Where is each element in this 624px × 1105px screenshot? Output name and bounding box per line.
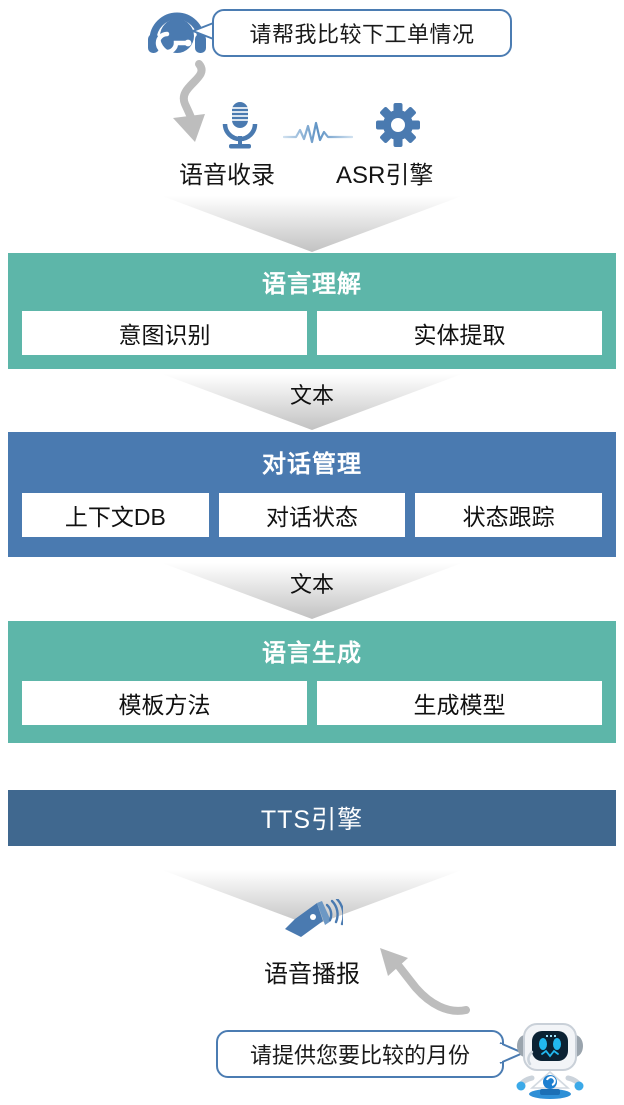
audio-waveform-icon [282, 120, 354, 146]
user-speech-bubble-text: 请帮我比较下工单情况 [249, 22, 475, 47]
stage-title-nlu: 语言理解 [262, 271, 362, 298]
stage-panel-nlg: 语言生成 模板方法 生成模型 [8, 621, 616, 743]
stage-title-dm: 对话管理 [262, 451, 362, 478]
stage-panel-tts: TTS引擎 [8, 790, 616, 846]
user-input-row: 请帮我比较下工单情况 [0, 4, 624, 66]
stage-item-dialog-state[interactable]: 对话状态 [218, 493, 406, 537]
stage-items-nlu: 意图识别 实体提取 [8, 311, 616, 355]
gear-icon [376, 103, 420, 147]
stage-panel-nlu: 语言理解 意图识别 实体提取 [8, 253, 616, 369]
stage-title-nlg: 语言生成 [262, 640, 362, 667]
stage-item-entity-extraction[interactable]: 实体提取 [317, 311, 602, 355]
flow-arrow-2: 文本 [12, 370, 612, 434]
stage-item-state-tracking[interactable]: 状态跟踪 [415, 493, 603, 537]
stage-item-context-db[interactable]: 上下文DB [22, 493, 209, 537]
stage-items-dm: 上下文DB 对话状态 状态跟踪 [8, 493, 616, 537]
flow-arrow-3: 文本 [12, 559, 612, 623]
label-voice-capture: 语音收录 [179, 162, 275, 189]
curved-arrow-down-icon [155, 58, 237, 148]
assistant-speech-bubble[interactable]: 请提供您要比较的月份 [216, 1030, 504, 1078]
stage-item-generative-model[interactable]: 生成模型 [317, 681, 602, 725]
flow-arrow-4 [12, 866, 612, 930]
stage-items-nlg: 模板方法 生成模型 [8, 681, 616, 725]
flow-arrow-3-label: 文本 [289, 572, 334, 597]
flow-arrow-2-label: 文本 [289, 383, 334, 408]
assistant-speech-bubble-text: 请提供您要比较的月份 [249, 1043, 470, 1068]
microphone-icon [219, 100, 261, 150]
stage-item-intent-recognition[interactable]: 意图识别 [22, 311, 307, 355]
robot-assistant-icon [508, 1016, 592, 1100]
label-voice-broadcast: 语音播报 [264, 961, 360, 988]
label-asr-engine: ASR引擎 [336, 162, 434, 189]
capture-labels-row: 语音收录 ASR引擎 [0, 155, 624, 191]
stage-panel-dm: 对话管理 上下文DB 对话状态 状态跟踪 [8, 432, 616, 557]
megaphone-speaker-icon [281, 897, 345, 941]
stage-item-template-method[interactable]: 模板方法 [22, 681, 307, 725]
stage-title-tts: TTS引擎 [260, 806, 364, 834]
user-speech-bubble[interactable]: 请帮我比较下工单情况 [212, 9, 512, 57]
flow-arrow-1 [12, 192, 612, 256]
curved-arrow-up-icon [368, 944, 472, 1018]
